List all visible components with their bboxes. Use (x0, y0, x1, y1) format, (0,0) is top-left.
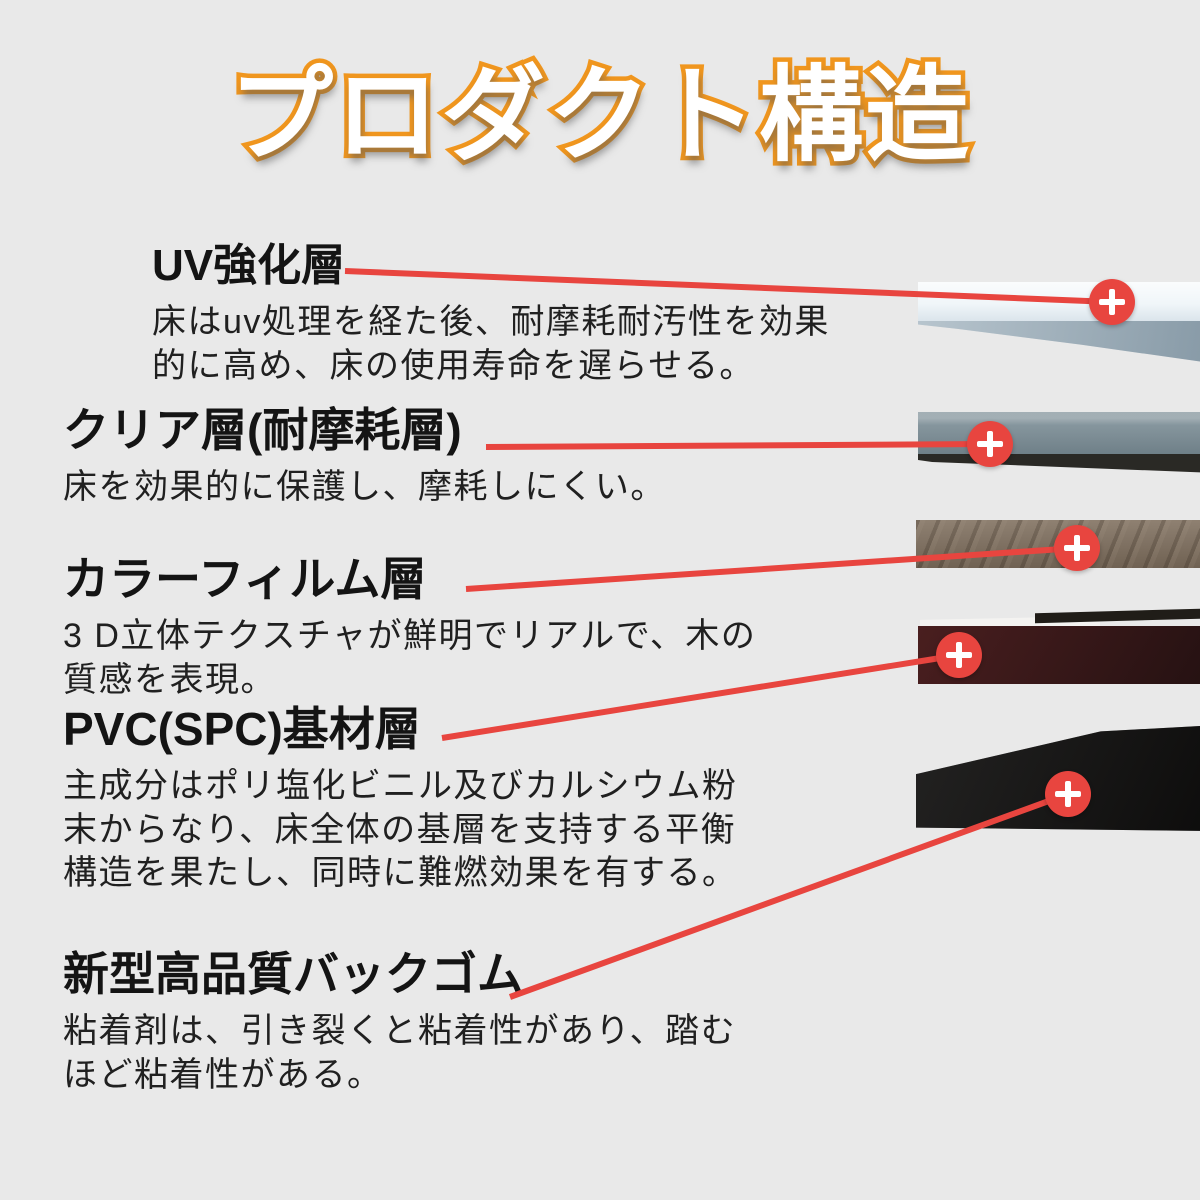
section-heading: 新型高品質バックゴム (63, 948, 523, 1000)
section-description: 床を効果的に保護し、摩耗しにくい。 (63, 468, 666, 507)
uv-coating-underside (918, 321, 1200, 362)
section-heading: UV強化層 (152, 241, 346, 290)
plus-icon (1089, 279, 1135, 325)
plus-icon (1054, 525, 1100, 571)
page-title: プロダクト構造 (224, 54, 973, 179)
section-heading: クリア層(耐摩耗層) (63, 404, 462, 456)
section-description: 床はuv処理を経た後、耐摩耗耐汚性を効果 的に高め、床の使用寿命を遅らせる。 (152, 303, 830, 385)
section-description: 粘着剤は、引き裂くと粘着性があり、踏む ほど粘着性がある。 (63, 1012, 737, 1094)
section-description: 主成分はポリ塩化ビニル及びカルシウム粉 末からなり、床全体の基層を支持する平衡 … (63, 767, 738, 893)
plus-icon (967, 421, 1013, 467)
section-clear-layer: クリア層(耐摩耗層) 床を効果的に保護し、摩耗しにくい。 (63, 406, 666, 510)
uv-coating-layer (918, 282, 1200, 322)
section-uv-layer: UV強化層 床はuv処理を経た後、耐摩耗耐汚性を効果 的に高め、床の使用寿命を遅… (152, 241, 830, 388)
section-pvc-base-layer: PVC(SPC)基材層 主成分はポリ塩化ビニル及びカルシウム粉 末からなり、床全… (63, 705, 738, 896)
section-heading: PVC(SPC)基材層 (63, 703, 421, 755)
section-back-rubber: 新型高品質バックゴム 粘着剤は、引き裂くと粘着性があり、踏む ほど粘着性がある。 (63, 950, 736, 1097)
section-heading: カラーフィルム層 (63, 553, 427, 605)
plus-icon (936, 632, 982, 678)
clear-layer-shadow (918, 454, 1200, 473)
clear-wear-layer (918, 412, 1200, 456)
plus-icon (1045, 771, 1091, 817)
base-layer-top-edge (1035, 608, 1200, 624)
section-color-film-layer: カラーフィルム層 3 D立体テクスチャが鮮明でリアルで、木の 質感を表現。 (63, 555, 756, 702)
section-description: 3 D立体テクスチャが鮮明でリアルで、木の 質感を表現。 (63, 617, 757, 699)
